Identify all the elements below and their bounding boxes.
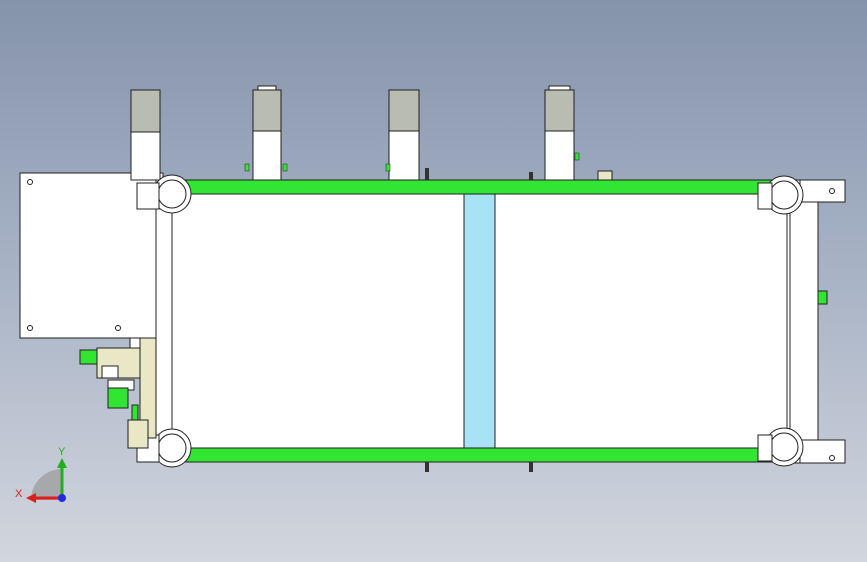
coordinate-triad-icon: X Y [15,446,67,503]
left-frame-post [155,179,173,451]
mounting-hole-icon [115,325,121,331]
sensor-tower[interactable] [252,85,282,181]
sensor-tower[interactable] [130,89,161,181]
roller-top-left [136,174,192,214]
top-belt-rail[interactable] [159,179,791,195]
bottom-belt-rail[interactable] [159,447,791,463]
x-axis-label: X [15,488,23,500]
sensor-tower[interactable] [388,89,420,181]
belt-panel-left[interactable] [171,193,465,449]
small-fitting [597,170,613,181]
right-green-tab [817,290,828,305]
motor-bracket-assembly[interactable] [79,337,157,449]
sensor-tower[interactable] [544,85,575,181]
roller-top-right [757,175,804,215]
center-crossbar[interactable] [463,193,496,449]
belt-panel-right[interactable] [494,193,791,449]
right-end-bracket [789,179,846,464]
y-axis-label: Y [58,446,66,458]
mounting-hole-icon [27,179,33,185]
mounting-hole-icon [27,325,33,331]
roller-bottom-right [757,427,804,467]
